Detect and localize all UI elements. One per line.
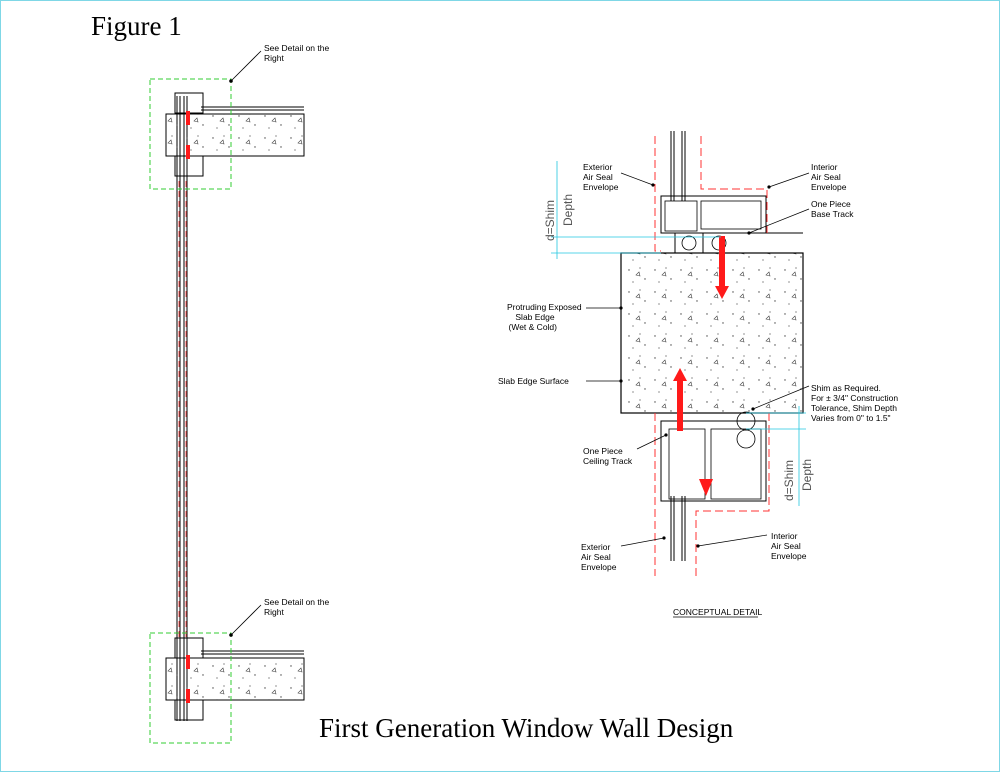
- dim-label-bottom-1: d=Shim: [782, 460, 796, 501]
- ceiling-track: [660, 420, 767, 502]
- figure-label: Figure 1: [91, 11, 182, 41]
- shim-dimension-top: [551, 161, 721, 259]
- label-interior-seal-top: Interior Air Seal Envelope: [811, 162, 847, 192]
- label-base-track: One Piece Base Track: [811, 199, 854, 219]
- dim-label-top-1: d=Shim: [543, 200, 557, 241]
- label-interior-seal-bottom: Interior Air Seal Envelope: [771, 531, 807, 561]
- detail-slab: [620, 252, 804, 414]
- callout-box-bottom: [149, 632, 232, 744]
- shim-dimension-bottom: [746, 406, 806, 506]
- dim-label-top-2: Depth: [561, 194, 575, 226]
- label-exterior-seal-top: Exterior Air Seal Envelope: [583, 162, 619, 192]
- diagram-title: First Generation Window Wall Design: [319, 713, 734, 743]
- see-detail-bottom: See Detail on the Right: [264, 597, 332, 617]
- dim-label-bottom-2: Depth: [800, 459, 814, 491]
- detail-caption: CONCEPTUAL DETAIL: [673, 607, 763, 617]
- shim-arrow: [186, 111, 190, 125]
- label-exterior-seal-bottom: Exterior Air Seal Envelope: [581, 542, 617, 572]
- label-slab-surface: Slab Edge Surface: [498, 376, 569, 386]
- callout-box-top: [149, 78, 232, 190]
- wall-elevation: See Detail on the Right See Detail on th…: [149, 43, 332, 744]
- base-track: [660, 195, 767, 234]
- anchor-arrow-top: [715, 236, 729, 299]
- conceptual-detail: d=Shim Depth d=Shim Depth Exterior Air S…: [498, 131, 900, 618]
- see-detail-top: See Detail on the Right: [264, 43, 332, 63]
- label-shim: Shim as Required. For ± 3/4" Constructio…: [811, 383, 900, 423]
- label-ceiling-track: One Piece Ceiling Track: [583, 446, 633, 466]
- anchor-arrow-bottom: [673, 368, 687, 431]
- label-protruding-slab: Protruding Exposed Slab Edge (Wet & Cold…: [507, 302, 584, 332]
